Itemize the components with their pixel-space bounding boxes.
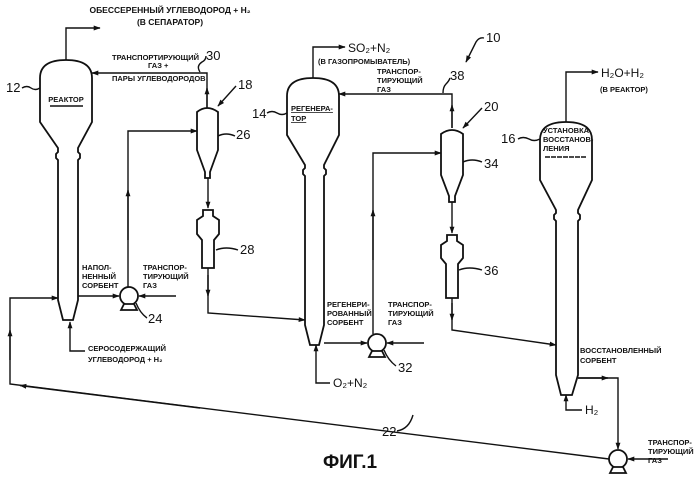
ref-20: 20 bbox=[484, 99, 498, 114]
leader-36 bbox=[459, 268, 482, 270]
leader-28 bbox=[216, 248, 238, 250]
reducer-sorbent-text2: СОРБЕНТ bbox=[580, 356, 617, 365]
reducer-outlet-pipe bbox=[566, 72, 598, 122]
ref-24: 24 bbox=[148, 311, 162, 326]
reducer-sorbent-text1: ВОССТАНОВЛЕННЫЙ bbox=[580, 346, 662, 355]
reactor-label: РЕАКТОР bbox=[48, 95, 83, 104]
pump-24-gas2: ТИРУЮЩИЙ bbox=[143, 272, 189, 281]
line-30-text3: ПАРЫ УГЛЕВОДОРОДОВ bbox=[112, 74, 206, 83]
leader-20 bbox=[463, 108, 482, 128]
leader-10 bbox=[466, 38, 484, 62]
leader-34 bbox=[463, 160, 482, 162]
figure-title: ФИГ.1 bbox=[323, 452, 378, 473]
line-22-arrow bbox=[20, 386, 200, 409]
leader-32 bbox=[384, 350, 396, 366]
pump-32-sorbent3: СОРБЕНТ bbox=[327, 318, 364, 327]
pump-32 bbox=[368, 334, 386, 357]
ref-34: 34 bbox=[484, 156, 498, 171]
ref-18: 18 bbox=[238, 77, 252, 92]
reactor-feed-text2: УГЛЕВОДОРОД + H₂ bbox=[88, 355, 162, 364]
reactor-outlet-text: ОБЕССЕРЕННЫЙ УГЛЕВОДОРОД + H₂ bbox=[89, 4, 250, 15]
ref-14: 14 bbox=[252, 106, 266, 121]
pump-24-sorbent1: НАПОЛ- bbox=[82, 263, 112, 272]
return-pump-gas1: ТРАНСПОР- bbox=[648, 438, 692, 447]
pump-24 bbox=[120, 287, 138, 310]
cyclone-18 bbox=[197, 108, 218, 178]
reducer-feed-pipe bbox=[566, 395, 582, 410]
ref-32: 32 bbox=[398, 360, 412, 375]
leader-22 bbox=[397, 415, 413, 431]
pump-24-gas3: ГАЗ bbox=[143, 281, 157, 290]
leader-12 bbox=[22, 87, 40, 90]
pump-24-sorbent3: СОРБЕНТ bbox=[82, 281, 119, 290]
pump-32-sorbent1: РЕГЕНЕРИ- bbox=[327, 300, 370, 309]
pump-32-sorbent2: РОВАННЫЙ bbox=[327, 309, 372, 318]
line-30-text2: ГАЗ + bbox=[148, 61, 169, 70]
ref-10: 10 bbox=[486, 30, 500, 45]
reducer-label2: ВОССТАНОВ- bbox=[543, 135, 594, 144]
cyclone-20 bbox=[441, 130, 463, 202]
leader-18 bbox=[218, 86, 236, 106]
hopper-36-to-reducer bbox=[452, 298, 556, 345]
reducer-label3: ЛЕНИЯ bbox=[543, 144, 569, 153]
hopper-28-to-regenerator bbox=[208, 268, 305, 320]
ref-30: 30 bbox=[206, 48, 220, 63]
line-38-text3: ГАЗ bbox=[377, 85, 391, 94]
reducer-outlet-text: H₂O+H₂ bbox=[601, 66, 644, 80]
regenerator-outlet-dest: (В ГАЗОПРОМЫВАТЕЛЬ) bbox=[318, 57, 411, 66]
leader-14 bbox=[267, 112, 287, 115]
regenerator-label1: РЕГЕНЕРА- bbox=[291, 104, 333, 113]
ref-26: 26 bbox=[236, 127, 250, 142]
ref-36: 36 bbox=[484, 263, 498, 278]
ref-12: 12 bbox=[6, 80, 20, 95]
ref-16: 16 bbox=[501, 131, 515, 146]
ref-22: 22 bbox=[382, 424, 396, 439]
reducer-feed-text: H₂ bbox=[585, 403, 599, 417]
pump-32-gas2: ТИРУЮЩИЙ bbox=[388, 309, 434, 318]
pump-32-gas3: ГАЗ bbox=[388, 318, 402, 327]
pump-24-sorbent2: НЕННЫЙ bbox=[82, 272, 116, 281]
return-pump-gas2: ТИРУЮЩИЙ bbox=[648, 447, 694, 456]
return-pump-gas3: ГАЗ bbox=[648, 456, 662, 465]
pump-24-gas1: ТРАНСПОР- bbox=[143, 263, 187, 272]
ref-28: 28 bbox=[240, 242, 254, 257]
leader-16 bbox=[518, 138, 540, 141]
hopper-36 bbox=[441, 235, 463, 298]
hopper-28 bbox=[197, 210, 219, 268]
reducer-label1: УСТАНОВКА bbox=[543, 126, 590, 135]
leader-26 bbox=[218, 134, 235, 136]
regenerator-feed-text: O₂+N₂ bbox=[333, 376, 368, 390]
leader-38 bbox=[443, 78, 450, 93]
return-pump bbox=[609, 450, 627, 473]
regenerator-feed-pipe bbox=[316, 345, 330, 383]
reactor-outlet-dest: (В СЕПАРАТОР) bbox=[137, 17, 203, 27]
regenerator-outlet-text: SO₂+N₂ bbox=[348, 41, 391, 55]
line-38-text1: ТРАНСПОР- bbox=[377, 67, 421, 76]
line-38-text2: ТИРУЮЩИЙ bbox=[377, 76, 423, 85]
leader-30 bbox=[198, 56, 206, 72]
line-38-pipe bbox=[339, 94, 452, 128]
regenerator-label2: ТОР bbox=[291, 114, 306, 123]
reactor-feed-text1: СЕРОСОДЕРЖАЩИЙ bbox=[88, 344, 166, 353]
reducer-outlet-dest: (В РЕАКТОР) bbox=[600, 85, 648, 94]
reactor-feed-pipe bbox=[70, 322, 85, 351]
pump-32-gas1: ТРАНСПОР- bbox=[388, 300, 432, 309]
reactor-outlet-pipe bbox=[66, 28, 100, 60]
ref-38: 38 bbox=[450, 68, 464, 83]
